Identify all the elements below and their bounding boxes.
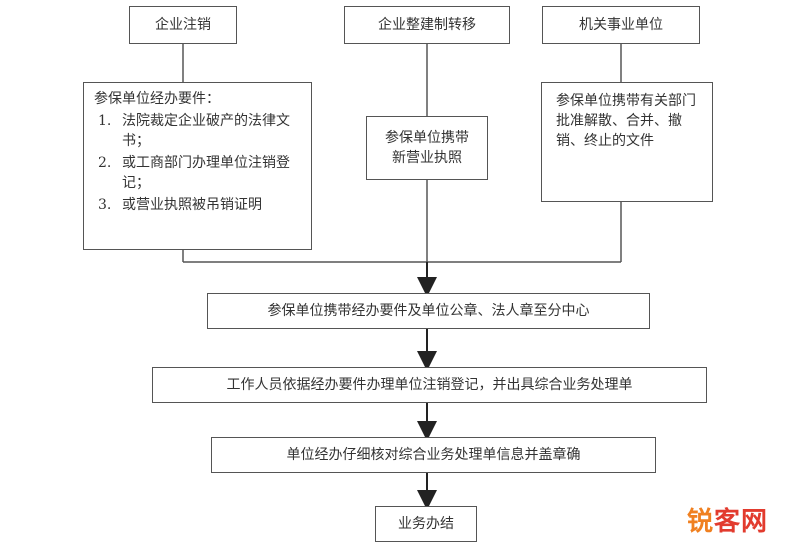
logo-char-2: 客 [713,507,741,537]
step-submit-documents-text: 参保单位携带经办要件及单位公章、法人章至分中心 [267,303,590,319]
enterprise-restructure-label: 企业整建制转移 [378,17,476,33]
step-complete: 业务办结 [375,506,477,542]
requirement-number: 1. [98,113,112,129]
requirement-text: 法院裁定企业破产的法律文书； [122,113,290,149]
step-complete-text: 业务办结 [398,516,454,532]
requirement-text: 或工商部门办理单位注销登记； [122,155,290,191]
requirement-text: 或营业执照被吊销证明 [122,197,262,213]
logo-char-1: 锐 [686,507,714,537]
requirement-item: 1. 法院裁定企业破产的法律文书； [94,111,301,151]
requirements-list: 1. 法院裁定企业破产的法律文书； 2. 或工商部门办理单位注销登记； 3. 或… [94,111,301,215]
enterprise-cancel-box: 企业注销 [129,6,237,44]
step-process-cancellation: 工作人员依据经办要件办理单位注销登记，并出具综合业务处理单 [152,367,707,403]
enterprise-requirements-box: 参保单位经办要件： 1. 法院裁定企业破产的法律文书； 2. 或工商部门办理单位… [83,82,312,250]
requirement-item: 2. 或工商部门办理单位注销登记； [94,153,301,193]
step-process-cancellation-text: 工作人员依据经办要件办理单位注销登记，并出具综合业务处理单 [226,377,633,393]
institution-box: 机关事业单位 [542,6,700,44]
site-logo: 锐客网 [687,501,768,538]
institution-label: 机关事业单位 [579,17,663,33]
enterprise-restructure-box: 企业整建制转移 [344,6,510,44]
step-verify-and-stamp: 单位经办仔细核对综合业务处理单信息并盖章确 [211,437,656,473]
enterprise-cancel-label: 企业注销 [155,17,211,33]
requirement-number: 3. [98,197,112,213]
new-license-box: 参保单位携带新营业执照 [366,116,488,180]
new-license-text: 参保单位携带新营业执照 [385,130,469,166]
requirement-number: 2. [98,155,112,171]
logo-char-3: 网 [740,507,768,537]
step-verify-and-stamp-text: 单位经办仔细核对综合业务处理单信息并盖章确 [286,447,581,463]
step-submit-documents: 参保单位携带经办要件及单位公章、法人章至分中心 [207,293,650,329]
requirements-title: 参保单位经办要件： [94,91,220,107]
institution-documents-box: 参保单位携带有关部门批准解散、合并、撤销、终止的文件 [541,82,713,202]
requirement-item: 3. 或营业执照被吊销证明 [94,195,301,215]
institution-documents-text: 参保单位携带有关部门批准解散、合并、撤销、终止的文件 [556,93,696,149]
